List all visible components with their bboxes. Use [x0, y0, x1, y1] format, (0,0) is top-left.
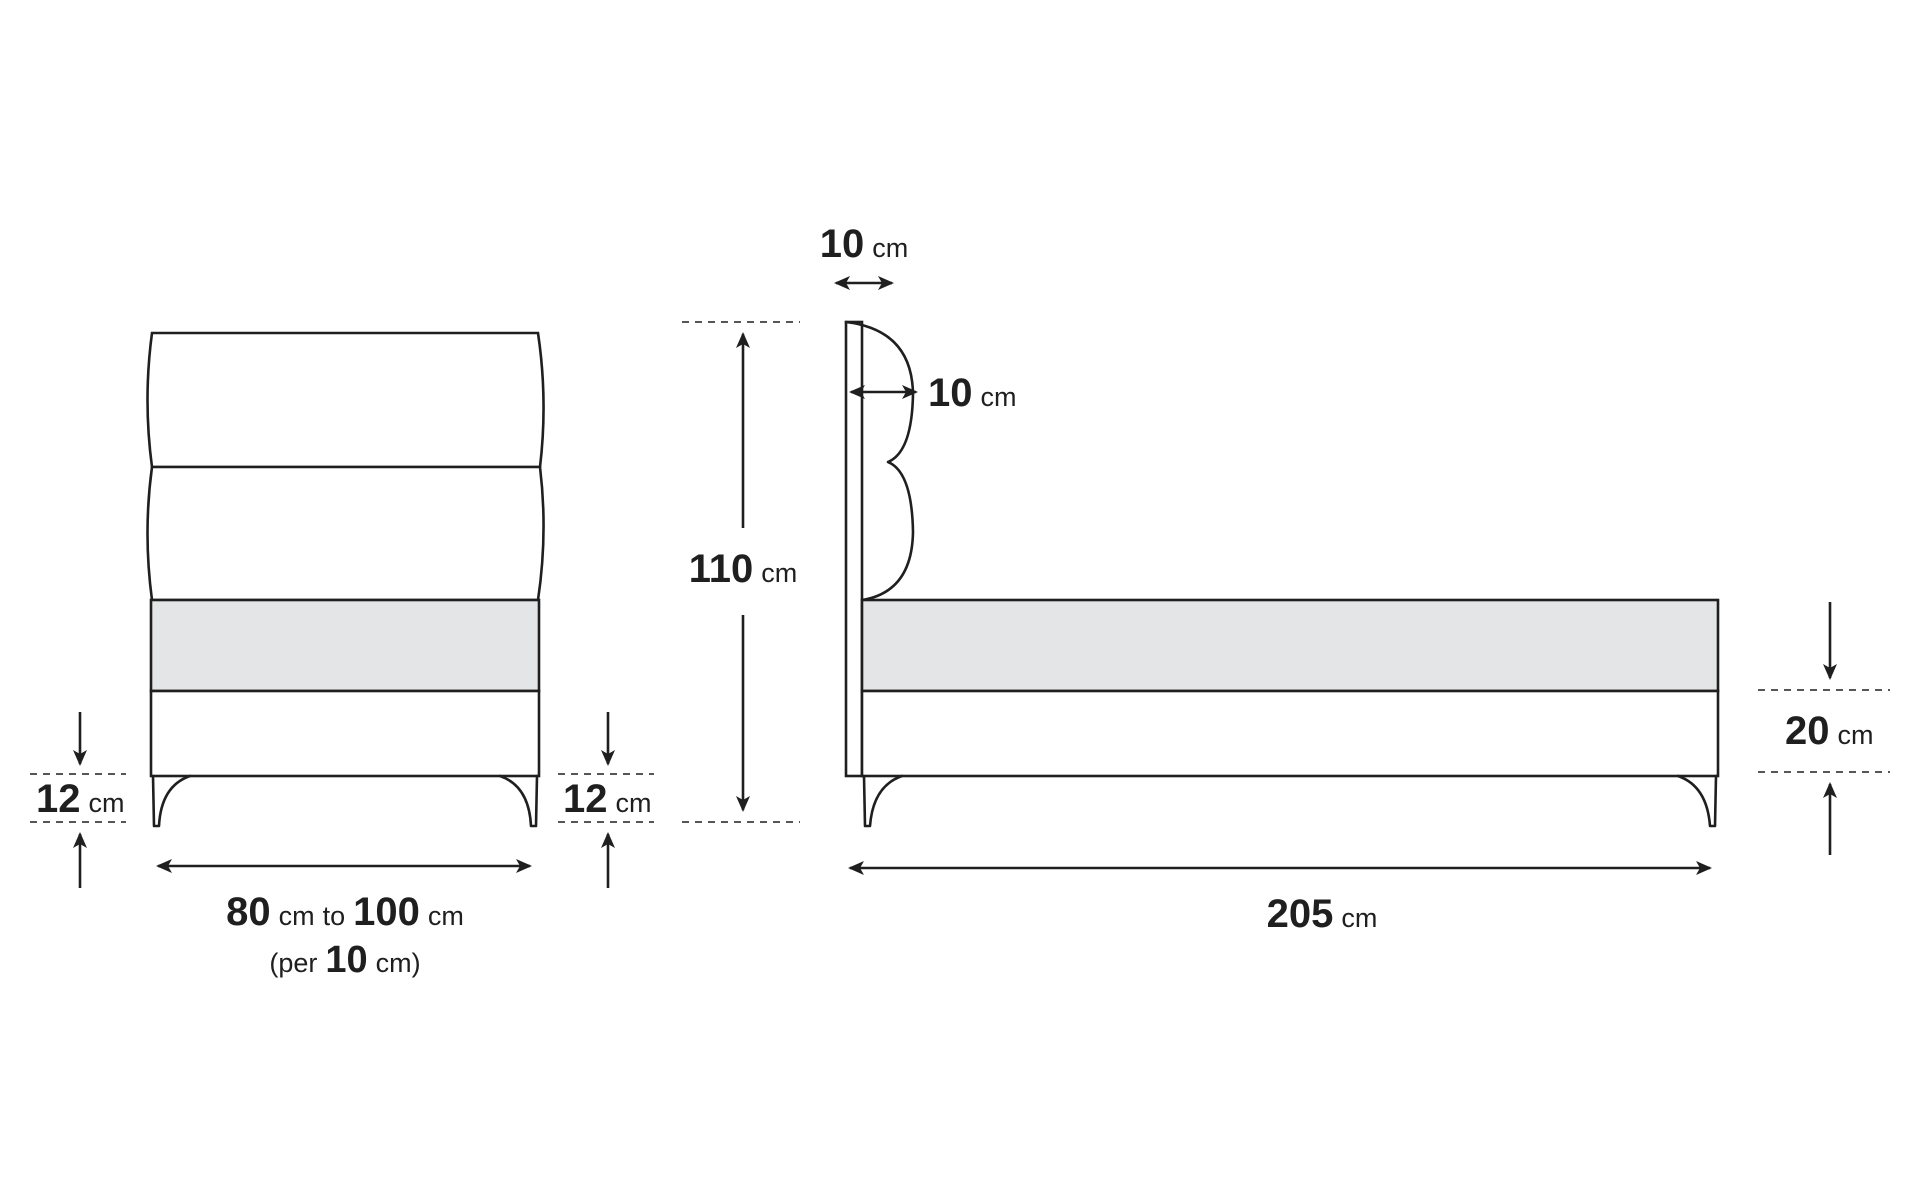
- front-width-to-unit: cm: [428, 901, 464, 931]
- cushion-depth-value: 10: [928, 371, 973, 415]
- cushion-depth-unit: cm: [981, 382, 1017, 412]
- side-leg-left: [862, 774, 904, 828]
- front-leg-height-left-dimension: 12 cm: [30, 712, 126, 888]
- cushion-depth-dimension: 10 cm: [849, 371, 1017, 415]
- front-headboard-top-cushion: [146, 331, 545, 469]
- headboard-thickness-value: 10: [820, 222, 865, 266]
- front-leg-height-left-value: 12: [36, 777, 81, 821]
- total-height-unit: cm: [761, 558, 797, 588]
- side-leg-right: [1676, 774, 1718, 828]
- side-mattress: [860, 598, 1720, 693]
- front-width-step-close: cm): [376, 948, 421, 978]
- side-headboard-board: [844, 320, 864, 778]
- front-mattress: [149, 598, 541, 693]
- front-leg-right: [498, 774, 539, 828]
- front-leg-height-right-dimension: 12 cm: [558, 712, 654, 888]
- headboard-thickness-unit: cm: [872, 233, 908, 263]
- front-headboard-second-cushion: [146, 465, 545, 602]
- front-width-to-value: 100: [353, 890, 420, 934]
- front-base: [149, 689, 541, 778]
- front-width-step-open: (per: [269, 948, 317, 978]
- length-value: 205: [1267, 892, 1334, 936]
- mattress-height-dimension: 20 cm: [1758, 602, 1890, 855]
- front-width-connector: to: [323, 901, 346, 931]
- mattress-height-unit: cm: [1838, 720, 1874, 750]
- side-headboard-cushions: [844, 320, 915, 602]
- front-width-from-value: 80: [226, 890, 271, 934]
- front-leg-height-left-unit: cm: [89, 788, 125, 818]
- front-leg-height-right-unit: cm: [616, 788, 652, 818]
- side-base: [860, 689, 1720, 778]
- front-leg-height-right-value: 12: [563, 777, 608, 821]
- mattress-height-value: 20: [1785, 709, 1830, 753]
- total-height-value: 110: [689, 547, 754, 591]
- length-unit: cm: [1341, 903, 1377, 933]
- front-leg-left: [151, 774, 192, 828]
- front-width-step-value: 10: [325, 939, 367, 981]
- front-width-from-unit: cm: [279, 901, 315, 931]
